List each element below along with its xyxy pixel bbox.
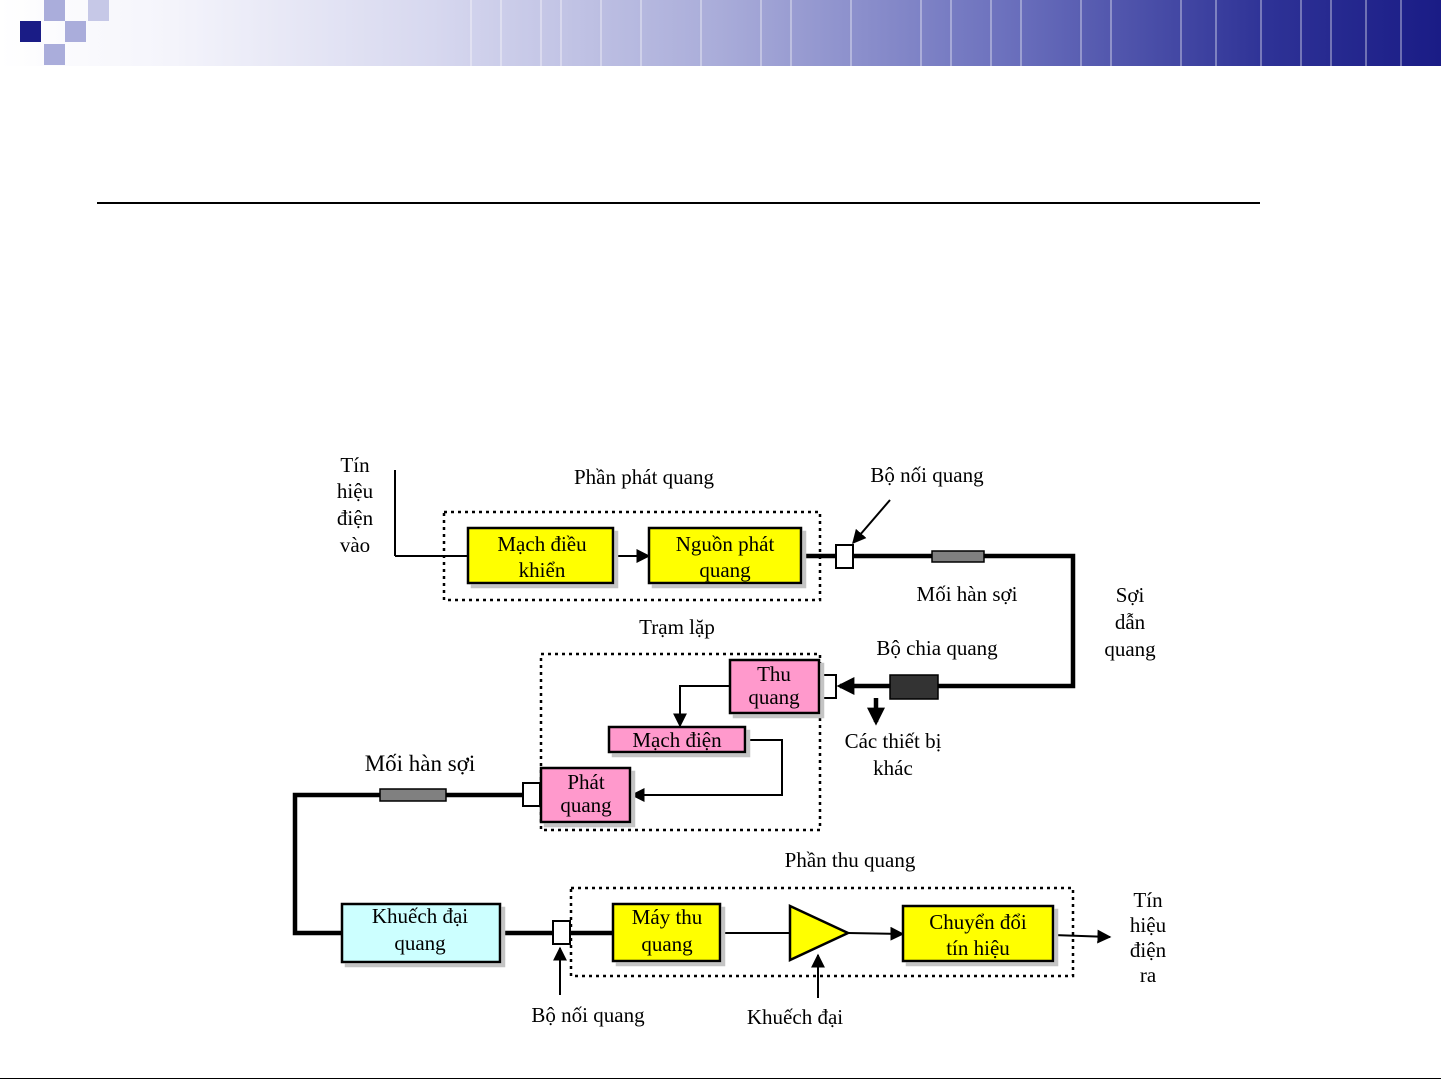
fiber-splice-top: [932, 551, 984, 562]
splitter-label: Bộ chia quang: [876, 636, 998, 660]
output-signal-label: hiệu: [1130, 913, 1167, 937]
signal-converter-label: tín hiệu: [946, 936, 1010, 960]
optical-connector-repeater-tx: [523, 783, 540, 806]
output-signal-label: Tín: [1133, 888, 1163, 912]
input-signal-label: Tín: [340, 453, 370, 477]
tx-section-label: Phần phát quang: [574, 465, 714, 489]
fiber-label: quang: [1104, 637, 1156, 661]
optical-connector-bottom: [553, 921, 570, 944]
receiver-label: Máy thu: [632, 905, 703, 929]
signal-converter-label: Chuyển đổi: [929, 910, 1027, 934]
bottom-rule: [0, 1078, 1441, 1079]
splice-left-label: Mối hàn sợi: [365, 751, 476, 776]
amplifier-triangle: [790, 906, 848, 960]
light-source-label: Nguồn phát: [676, 532, 775, 556]
input-signal-label: vào: [340, 533, 370, 557]
rx-to-circuit-arrow: [680, 686, 730, 726]
optical-splitter: [890, 675, 938, 699]
other-devices-label: Các thiết bị: [845, 729, 942, 753]
splice-top-label: Mối hàn sợi: [917, 582, 1018, 606]
optical-amplifier-label: quang: [394, 931, 446, 955]
optical-connector-repeater-rx: [819, 675, 836, 698]
fiber-label: dẫn: [1115, 610, 1146, 634]
connector-top-label: Bộ nối quang: [870, 463, 984, 487]
fiber-splice-left: [380, 789, 446, 801]
repeater-rx-label: Thu: [757, 662, 791, 686]
repeater-tx-label: Phát: [567, 770, 605, 794]
repeater-tx-label: quang: [560, 793, 612, 817]
fiber-label: Sợi: [1116, 583, 1145, 607]
drive-circuit-label: Mạch điều: [497, 532, 587, 556]
receiver-label: quang: [641, 932, 693, 956]
other-devices-label: khác: [873, 756, 913, 780]
input-signal-label: điện: [337, 506, 374, 530]
repeater-label: Trạm lặp: [639, 615, 715, 639]
connector-bottom-label: Bộ nối quang: [531, 1003, 645, 1027]
connector-top-pointer: [853, 500, 890, 543]
optical-amplifier-label: Khuếch đại: [372, 904, 468, 928]
repeater-rx-label: quang: [748, 685, 800, 709]
output-signal-label: ra: [1140, 963, 1157, 987]
optical-fiber-path: [801, 556, 1073, 686]
light-source-label: quang: [699, 558, 751, 582]
output-signal-label: điện: [1130, 938, 1167, 962]
amp-to-converter-arrow: [848, 933, 903, 934]
output-signal-arrow: [1053, 935, 1110, 937]
drive-circuit-label: khiển: [519, 558, 566, 582]
electric-circuit-label: Mạch điện: [632, 728, 722, 752]
optical-connector-top: [836, 545, 853, 568]
amplifier-label: Khuếch đại: [747, 1005, 843, 1029]
rx-section-label: Phần thu quang: [785, 848, 916, 872]
input-signal-label: hiệu: [337, 479, 374, 503]
